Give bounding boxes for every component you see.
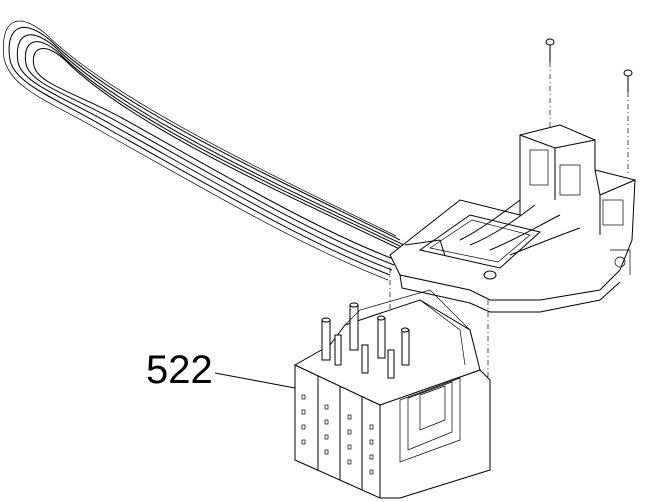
ink-tubes — [2, 20, 413, 281]
callout-leader-line — [214, 372, 296, 389]
callout-label-522: 522 — [146, 348, 213, 392]
holder-housing — [389, 124, 636, 313]
side-slots — [301, 394, 374, 475]
screw-left — [545, 38, 555, 130]
damper-unit-522 — [293, 289, 491, 499]
damper-posts — [321, 302, 410, 379]
screw-right — [623, 69, 633, 175]
